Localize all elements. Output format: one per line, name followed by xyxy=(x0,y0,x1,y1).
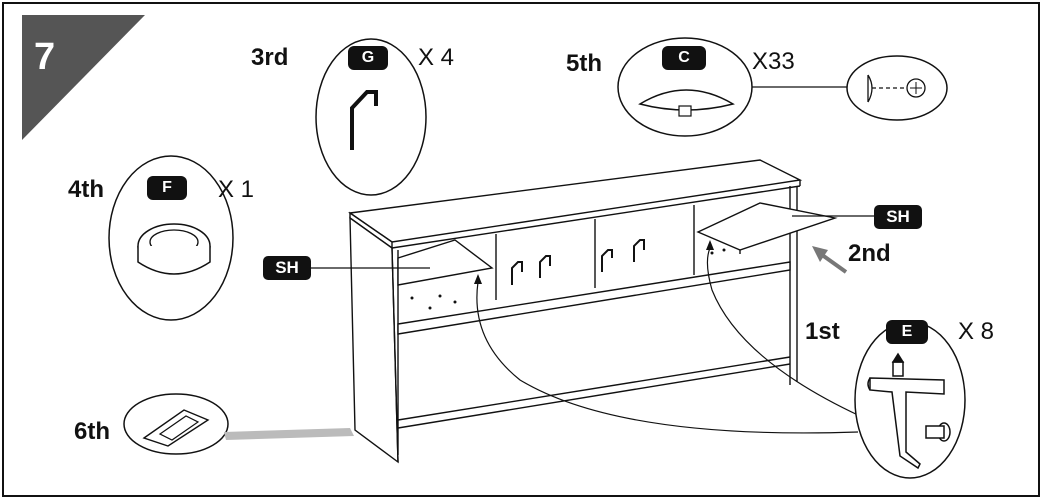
second-arrow-head xyxy=(812,246,828,262)
pin-guide-right xyxy=(706,247,861,417)
hooks-in-cubbies xyxy=(511,239,645,285)
pin-e-icon xyxy=(867,352,951,470)
shelf-badge-left: SH xyxy=(263,256,311,280)
cover-6th-arrow xyxy=(224,428,354,440)
hook-g-detail xyxy=(315,38,427,196)
hutch-top-front xyxy=(391,185,801,249)
cap-c-stem xyxy=(678,105,692,117)
order-label-f: 4th xyxy=(68,176,104,203)
grommet-f-rim xyxy=(137,246,211,275)
pin-guide-right-head xyxy=(706,240,714,250)
shelf-badge-right: SH xyxy=(874,205,922,229)
hook-g-icon xyxy=(350,90,378,150)
sixth-step-label: 6th xyxy=(74,418,110,445)
cover-plate-inner xyxy=(158,415,200,441)
part-badge-f: F xyxy=(147,176,187,200)
qty-label-e: X 8 xyxy=(958,318,995,345)
left-shelf xyxy=(397,239,494,286)
order-label-e: 1st xyxy=(805,318,840,345)
cap-c-icon xyxy=(638,89,735,111)
part-badge-g: G xyxy=(348,46,388,70)
part-badge-c: C xyxy=(662,46,706,70)
pin-guide-left-head xyxy=(474,274,482,284)
step-badge-shape xyxy=(22,15,145,140)
step-number: 7 xyxy=(34,36,56,78)
pin-guide-left xyxy=(476,281,859,434)
bottom-rail-bottom xyxy=(397,363,791,429)
part-badge-e: E xyxy=(886,320,928,344)
qty-label-f: X 1 xyxy=(218,176,255,203)
second-step-label: 2nd xyxy=(848,240,891,267)
order-label-c: 5th xyxy=(566,50,602,77)
bottom-rail-top xyxy=(397,356,791,421)
hutch-left-panel xyxy=(349,216,399,464)
screw-cross xyxy=(910,82,922,94)
qty-label-g: X 4 xyxy=(418,44,455,71)
hutch-unit xyxy=(348,159,838,464)
right-shelf xyxy=(696,202,838,251)
order-label-g: 3rd xyxy=(251,44,289,71)
shelf-pin-dots xyxy=(410,248,726,310)
fixed-shelf xyxy=(397,261,791,335)
hutch-left-front xyxy=(391,247,399,463)
qty-label-c: X33 xyxy=(752,48,795,75)
